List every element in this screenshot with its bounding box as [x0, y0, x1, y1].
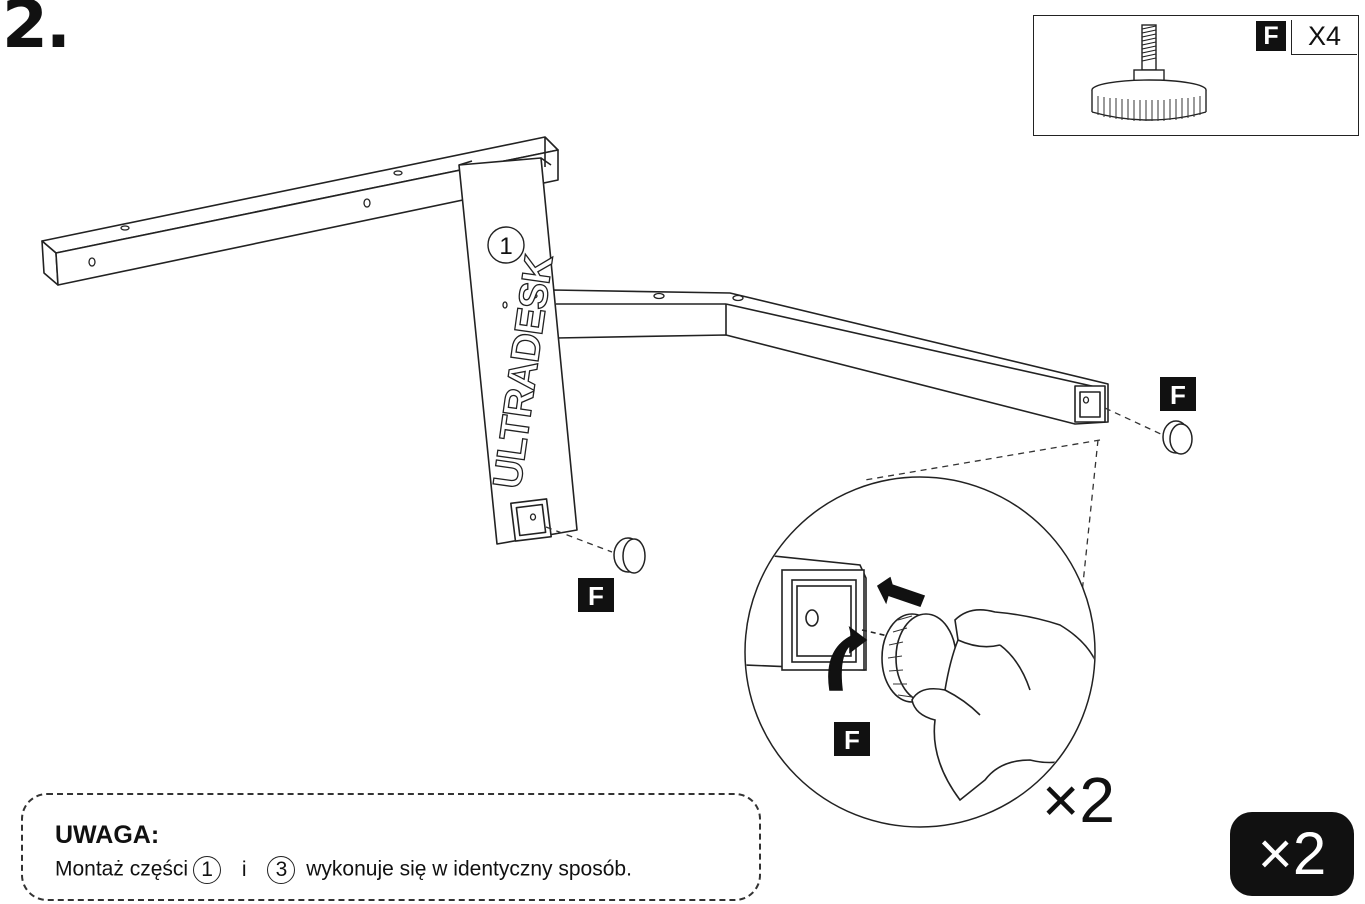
foot-tag-left: [578, 578, 614, 612]
crossbar-front-face: [55, 149, 559, 286]
parts-quantity: X4: [1291, 20, 1357, 55]
rotate-arrow-icon: [828, 626, 868, 691]
note-part-a: 1: [193, 856, 222, 884]
note-title: UWAGA:: [55, 821, 160, 849]
set-multiplier-badge: ×2: [1230, 812, 1354, 896]
vertical-leg: [458, 157, 578, 545]
foot-tag-right: [1160, 377, 1196, 411]
svg-text:F: F: [1170, 380, 1186, 410]
part-one-number: 1: [499, 233, 512, 260]
note-text-after: wykonuje się w identyczny sposób.: [306, 857, 632, 881]
step-number: 2.: [2, 0, 71, 63]
part-one-marker: [487, 226, 525, 264]
svg-text:F: F: [844, 725, 860, 755]
svg-text:F: F: [588, 581, 604, 611]
note-text-before: Montaż części: [55, 857, 189, 881]
leveling-foot-icon: [1091, 24, 1207, 121]
foot-left: [613, 537, 646, 574]
zoom-multiplier: ×2: [1042, 764, 1115, 836]
insert-arrow-icon: [876, 576, 926, 608]
hand-illustration: [911, 609, 1094, 802]
foot-right: [1162, 420, 1193, 455]
note-part-b: 3: [267, 856, 296, 884]
parts-tag: F: [1256, 21, 1286, 51]
note-conjunction: i: [241, 857, 247, 881]
side-arm: [552, 289, 1109, 425]
foot-tag-zoom: [834, 722, 870, 756]
